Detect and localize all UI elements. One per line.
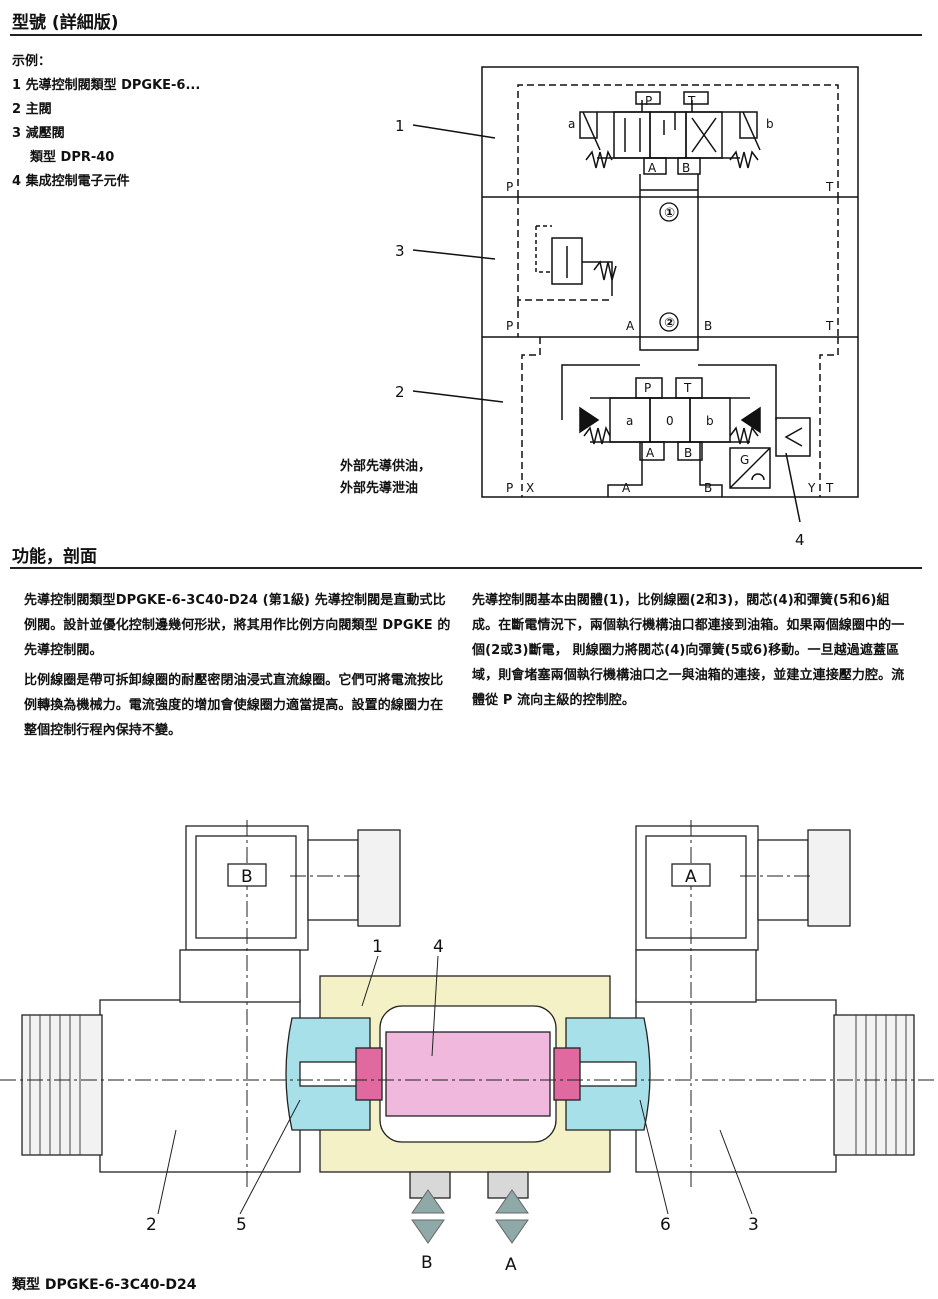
svg-text:Y: Y bbox=[807, 481, 816, 495]
hydraulic-schematic: ① ② 1 3 2 4 P T a b A B P T P A B T P T … bbox=[339, 66, 859, 549]
svg-text:T: T bbox=[825, 481, 834, 495]
schematic-callout-2: 2 bbox=[395, 383, 405, 401]
circled-number-1: ① bbox=[664, 206, 675, 221]
paragraph: 比例線圈是帶可拆卸線圈的耐壓密閉油浸式直流線圈。它們可將電流按比例轉換為機械力。… bbox=[24, 673, 444, 738]
svg-text:T: T bbox=[825, 319, 834, 333]
example-label: 示例： bbox=[12, 54, 52, 69]
svg-text:b: b bbox=[766, 117, 774, 131]
section-divider bbox=[10, 34, 922, 36]
svg-text:P: P bbox=[645, 94, 652, 108]
svg-text:P: P bbox=[506, 481, 513, 495]
sectional-view: B A 1 4 2 5 6 3 B A bbox=[0, 820, 938, 1270]
coil-label-a: A bbox=[685, 867, 697, 887]
svg-text:X: X bbox=[526, 481, 534, 495]
left-solenoid-body bbox=[99, 999, 301, 1173]
paragraph: 先導控制閥基本由閥體(1)，比例線圈(2和3)，閥芯(4)和彈簧(5和6)組成。… bbox=[472, 593, 905, 708]
spool bbox=[385, 1031, 551, 1117]
svg-text:0: 0 bbox=[666, 414, 674, 428]
port-label-b: B bbox=[421, 1253, 433, 1270]
port-label-a: A bbox=[505, 1255, 517, 1270]
svg-text:B: B bbox=[704, 319, 712, 333]
svg-text:P: P bbox=[506, 319, 513, 333]
svg-text:A: A bbox=[646, 446, 655, 460]
svg-text:B: B bbox=[704, 481, 712, 495]
svg-text:A: A bbox=[626, 319, 635, 333]
svg-text:G: G bbox=[740, 453, 749, 467]
svg-text:T: T bbox=[683, 381, 692, 395]
section-callout-3: 3 bbox=[748, 1215, 759, 1235]
right-solenoid-body bbox=[635, 999, 837, 1173]
svg-text:A: A bbox=[648, 161, 657, 175]
svg-text:B: B bbox=[682, 161, 690, 175]
svg-text:a: a bbox=[626, 414, 633, 428]
paragraph: 先導控制閥類型DPGKE-6-3C40-D24 (第1級) 先導控制閥是直動式比… bbox=[24, 593, 451, 658]
external-pilot-supply: 外部先導供油， bbox=[339, 458, 431, 474]
svg-text:B: B bbox=[684, 446, 692, 460]
svg-text:T: T bbox=[687, 94, 696, 108]
function-text-left: 先導控制閥類型DPGKE-6-3C40-D24 (第1級) 先導控制閥是直動式比… bbox=[24, 588, 452, 748]
example-item-3: 3 減壓閥 bbox=[12, 126, 65, 141]
svg-text:P: P bbox=[644, 381, 651, 395]
figure-caption: 類型 DPGKE-6-3C40-D24 bbox=[12, 1277, 197, 1293]
schematic-callout-1: 1 bbox=[395, 117, 405, 135]
section-callout-2: 2 bbox=[146, 1215, 157, 1235]
section-callout-5: 5 bbox=[236, 1215, 247, 1235]
svg-text:P: P bbox=[506, 180, 513, 194]
section-callout-6: 6 bbox=[660, 1215, 671, 1235]
section-callout-4: 4 bbox=[433, 937, 444, 957]
section-callout-1: 1 bbox=[372, 937, 383, 957]
example-item-3-type: 類型 DPR-40 bbox=[30, 150, 115, 165]
section-divider-2 bbox=[10, 567, 922, 569]
example-item-1: 1 先導控制閥類型 DPGKE-6... bbox=[12, 78, 201, 93]
svg-text:b: b bbox=[706, 414, 714, 428]
external-pilot-drain: 外部先導泄油 bbox=[339, 480, 418, 496]
example-item-2: 2 主閥 bbox=[12, 102, 52, 117]
function-text-right: 先導控制閥基本由閥體(1)，比例線圈(2和3)，閥芯(4)和彈簧(5和6)組成。… bbox=[472, 588, 908, 718]
circled-number-2: ② bbox=[664, 316, 675, 331]
schematic-frame bbox=[481, 66, 859, 498]
example-item-4: 4 集成控制電子元件 bbox=[12, 174, 130, 189]
schematic-callout-4: 4 bbox=[795, 531, 805, 549]
example-list: 示例： 1 先導控制閥類型 DPGKE-6... 2 主閥 3 減壓閥 類型 D… bbox=[12, 50, 200, 194]
coil-label-b: B bbox=[241, 867, 253, 887]
svg-text:A: A bbox=[622, 481, 631, 495]
svg-text:T: T bbox=[825, 180, 834, 194]
section-title-function: 功能，剖面 bbox=[12, 547, 97, 567]
section-title-model: 型號 (詳細版) bbox=[12, 13, 119, 33]
schematic-callout-3: 3 bbox=[395, 242, 405, 260]
svg-text:a: a bbox=[568, 117, 575, 131]
